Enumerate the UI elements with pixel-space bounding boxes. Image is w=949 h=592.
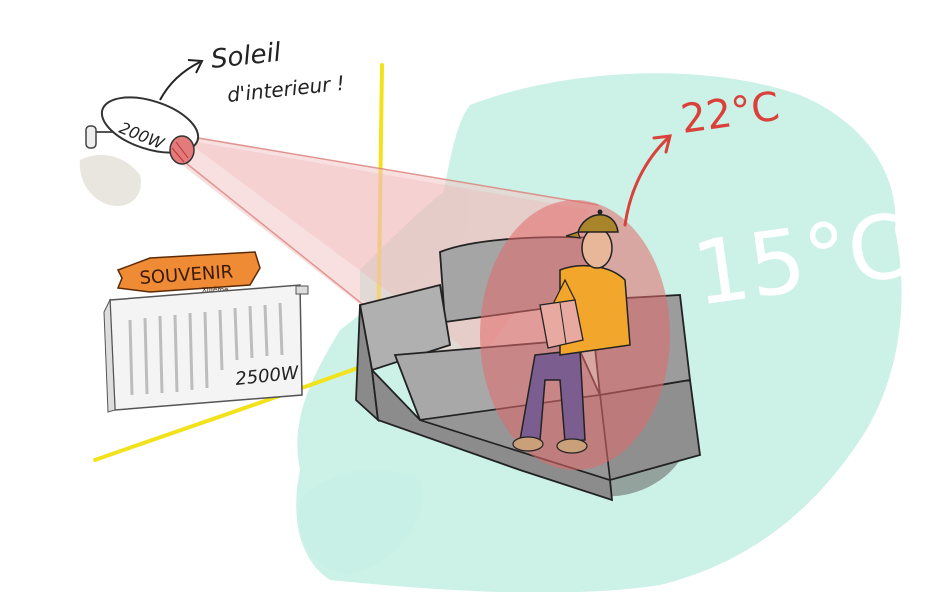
- annotation-line-2: d'interieur !: [226, 71, 346, 107]
- souvenir-sign: SOUVENIR XIIIème: [116, 251, 261, 294]
- infrared-lamp: 200W: [85, 96, 200, 165]
- person-reading: [512, 209, 631, 454]
- lamp-shadow: [79, 155, 141, 206]
- indoor-sun-annotation: Soleil d'interieur !: [159, 38, 346, 107]
- warm-temperature-arrow: [623, 134, 672, 227]
- souvenir-sublabel: XIIIème: [202, 286, 228, 294]
- annotation-line-1: Soleil: [210, 38, 284, 75]
- radiator: 2500W: [103, 284, 309, 413]
